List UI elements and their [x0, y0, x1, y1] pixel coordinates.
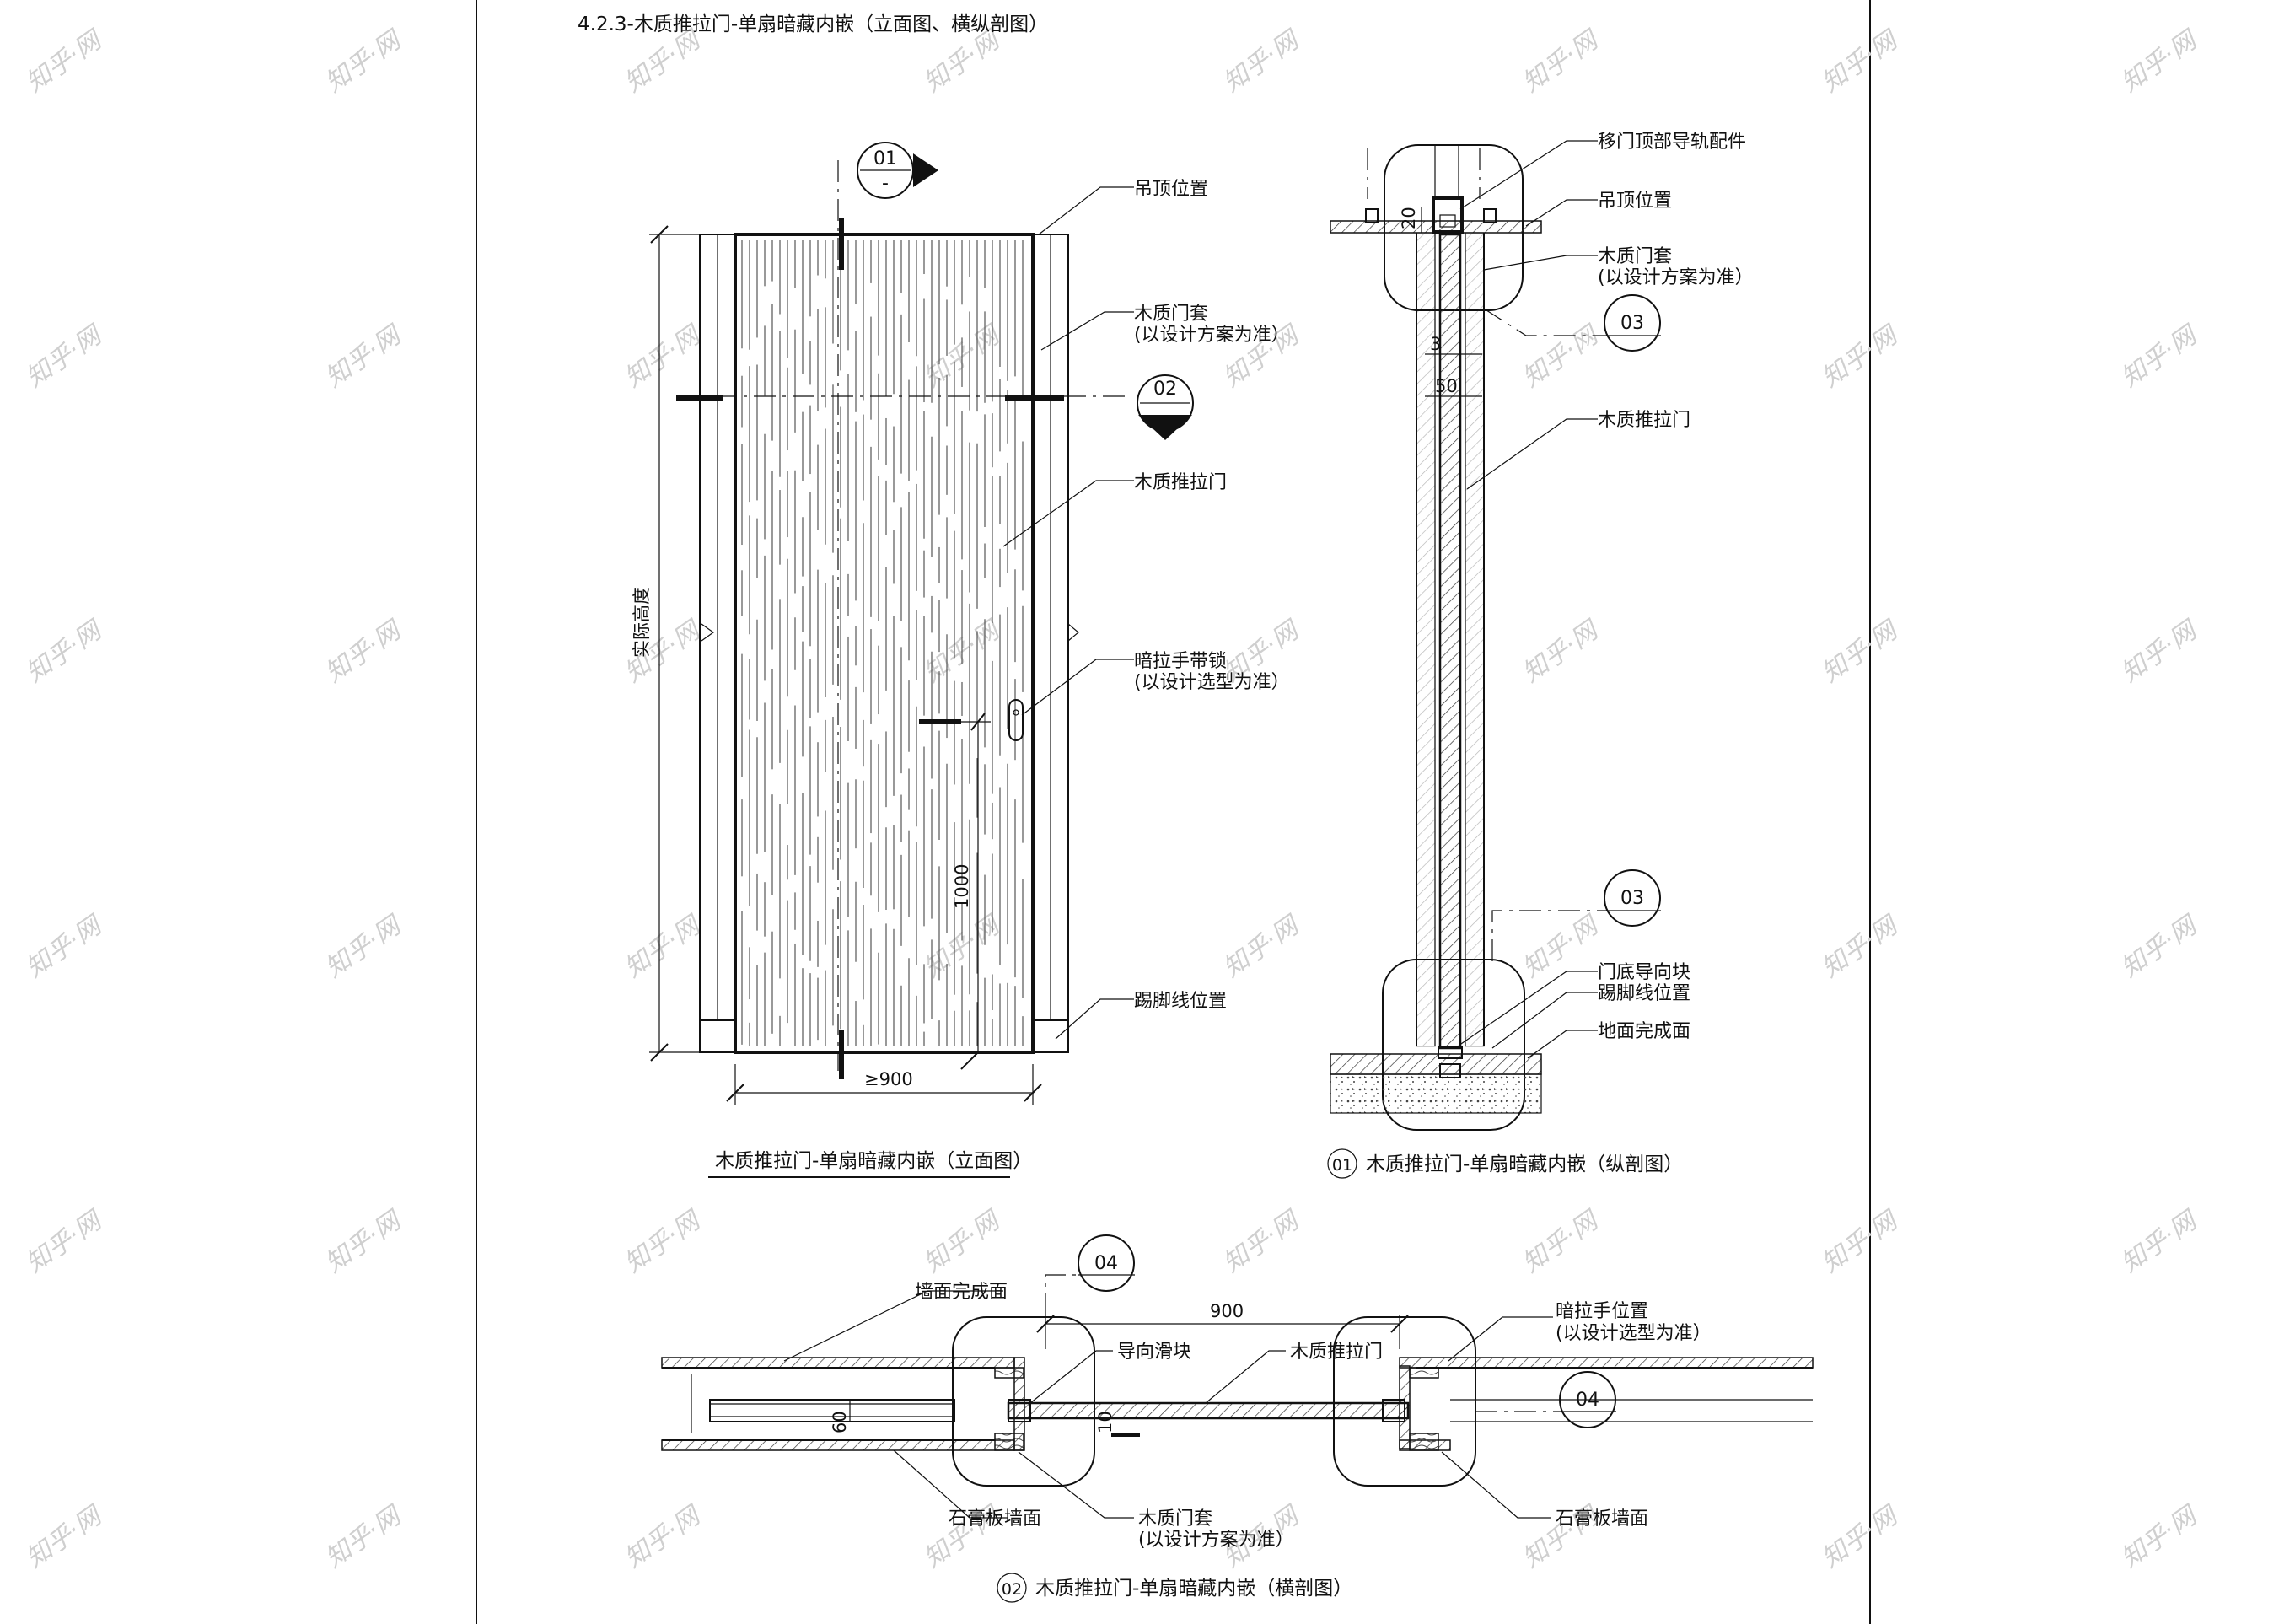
watermark-text: 知乎·网: [1817, 319, 1905, 393]
elevation-label-handle-note: (以设计选型为准）: [1134, 672, 1290, 693]
watermark-text: 知乎·网: [1817, 909, 1905, 983]
horizontal-label-frame-note: (以设计方案为准）: [1138, 1530, 1294, 1551]
horizontal-section-title: 木质推拉门-单扇暗藏内嵌（横剖图）: [1035, 1578, 1352, 1600]
vertical-label-floor: 地面完成面: [1598, 1021, 1690, 1042]
watermark-text: 知乎·网: [1518, 24, 1606, 98]
height-dimension-label: 实际高度: [632, 587, 652, 658]
vertical-label-skirting: 踢脚线位置: [1598, 983, 1690, 1004]
elevation-label-frame-note: (以设计方案为准）: [1134, 325, 1290, 346]
watermark-text: 知乎·网: [620, 1204, 708, 1278]
watermark-text: 知乎·网: [320, 1204, 409, 1278]
section-mark-01: 01 -: [857, 142, 938, 199]
watermark-text: 知乎·网: [1518, 614, 1606, 688]
watermark-text: 知乎·网: [620, 1499, 708, 1573]
horizontal-section-index: 02: [1002, 1580, 1022, 1599]
vertical-detail-tag-1: 03: [1620, 313, 1644, 334]
watermark-layer: 知乎·网知乎·网知乎·网知乎·网知乎·网知乎·网知乎·网知乎·网知乎·网知乎·网…: [21, 24, 2205, 1573]
elevation-label-door: 木质推拉门: [1134, 472, 1227, 493]
vertical-section-index: 01: [1332, 1156, 1352, 1175]
watermark-text: 知乎·网: [1218, 1204, 1307, 1278]
vertical-label-frame-note: (以设计方案为准）: [1598, 267, 1754, 288]
section-mark-01-sub: -: [882, 173, 889, 194]
watermark-text: 知乎·网: [2116, 909, 2205, 983]
vertical-section-drawing: 20 3 50 03 03 移门顶部导轨配件 吊顶位置 木质门套 (以设计方案为…: [1327, 132, 1754, 1179]
vertical-label-bottom-guide: 门底导向块: [1598, 962, 1690, 983]
section-mark-01-number: 01: [873, 148, 897, 169]
watermark-text: 知乎·网: [1518, 909, 1606, 983]
watermark-text: 知乎·网: [21, 24, 110, 98]
horizontal-dim-wall: 60: [830, 1411, 850, 1433]
elevation-label-skirting: 踢脚线位置: [1134, 991, 1227, 1012]
section-mark-02-sub: -: [1162, 406, 1169, 427]
elevation-title: 木质推拉门-单扇暗藏内嵌（立面图）: [715, 1150, 1032, 1172]
watermark-text: 知乎·网: [620, 909, 708, 983]
horizontal-label-handle-position: 暗拉手位置: [1556, 1301, 1648, 1322]
width-dimension-label: ≥900: [864, 1069, 913, 1089]
watermark-text: 知乎·网: [320, 614, 409, 688]
horizontal-label-slider: 导向滑块: [1117, 1342, 1191, 1363]
watermark-text: 知乎·网: [320, 1499, 409, 1573]
vertical-label-ceiling: 吊顶位置: [1598, 191, 1672, 212]
vertical-dim-mid2: 50: [1435, 376, 1458, 396]
sheet-title: 4.2.3-木质推拉门-单扇暗藏内嵌（立面图、横纵剖图）: [578, 13, 1048, 35]
elevation-label-handle: 暗拉手带锁: [1134, 651, 1227, 672]
watermark-text: 知乎·网: [1518, 319, 1606, 393]
horizontal-section-drawing: 900 60 10 04 04 墙面完成面 导向滑块 木质推拉门 暗拉手位置 (…: [661, 1234, 1814, 1603]
watermark-text: 知乎·网: [2116, 319, 2205, 393]
watermark-text: 知乎·网: [1218, 24, 1307, 98]
vertical-section-title: 木质推拉门-单扇暗藏内嵌（纵剖图）: [1366, 1153, 1683, 1175]
watermark-text: 知乎·网: [1817, 24, 1905, 98]
section-mark-02: 02 -: [1137, 374, 1194, 440]
horizontal-label-gypsum-right: 石膏板墙面: [1556, 1508, 1648, 1530]
horizontal-label-frame: 木质门套: [1138, 1508, 1212, 1530]
watermark-text: 知乎·网: [21, 909, 110, 983]
horizontal-detail-tag-2: 04: [1576, 1390, 1599, 1411]
watermark-text: 知乎·网: [2116, 1499, 2205, 1573]
watermark-text: 知乎·网: [2116, 24, 2205, 98]
watermark-text: 知乎·网: [1817, 1499, 1905, 1573]
section-mark-02-number: 02: [1153, 379, 1177, 400]
horizontal-dim-gap: 10: [1095, 1411, 1115, 1433]
horizontal-dim-width: 900: [1210, 1301, 1244, 1321]
watermark-text: 知乎·网: [2116, 1204, 2205, 1278]
handle-height-dimension: 1000: [952, 864, 972, 909]
watermark-text: 知乎·网: [320, 909, 409, 983]
watermark-text: 知乎·网: [1518, 1204, 1606, 1278]
elevation-label-frame: 木质门套: [1134, 304, 1208, 325]
horizontal-label-door: 木质推拉门: [1290, 1342, 1383, 1363]
watermark-text: 知乎·网: [21, 319, 110, 393]
horizontal-detail-tag-1: 04: [1094, 1253, 1118, 1274]
vertical-dim-mid1: 3: [1430, 334, 1441, 354]
watermark-text: 知乎·网: [1817, 614, 1905, 688]
watermark-text: 知乎·网: [21, 614, 110, 688]
watermark-text: 知乎·网: [21, 1499, 110, 1573]
watermark-text: 知乎·网: [919, 1204, 1008, 1278]
vertical-dim-top: 20: [1399, 207, 1419, 229]
vertical-label-door: 木质推拉门: [1598, 410, 1690, 431]
horizontal-label-handle-position-note: (以设计选型为准）: [1556, 1323, 1712, 1344]
watermark-text: 知乎·网: [21, 1204, 110, 1278]
watermark-text: 知乎·网: [320, 319, 409, 393]
watermark-text: 知乎·网: [620, 319, 708, 393]
watermark-text: 知乎·网: [1218, 909, 1307, 983]
vertical-label-frame: 木质门套: [1598, 246, 1672, 267]
horizontal-label-gypsum-left: 石膏板墙面: [949, 1508, 1041, 1530]
door-wood-grain: [741, 240, 1024, 1046]
horizontal-label-wall-finish: 墙面完成面: [915, 1282, 1008, 1303]
vertical-detail-tag-2: 03: [1620, 888, 1644, 909]
vertical-label-top-rail: 移门顶部导轨配件: [1598, 132, 1746, 153]
elevation-label-ceiling: 吊顶位置: [1134, 179, 1208, 200]
elevation-drawing: 实际高度 1000: [632, 142, 1290, 1178]
watermark-text: 知乎·网: [320, 24, 409, 98]
watermark-text: 知乎·网: [1817, 1204, 1905, 1278]
watermark-text: 知乎·网: [2116, 614, 2205, 688]
